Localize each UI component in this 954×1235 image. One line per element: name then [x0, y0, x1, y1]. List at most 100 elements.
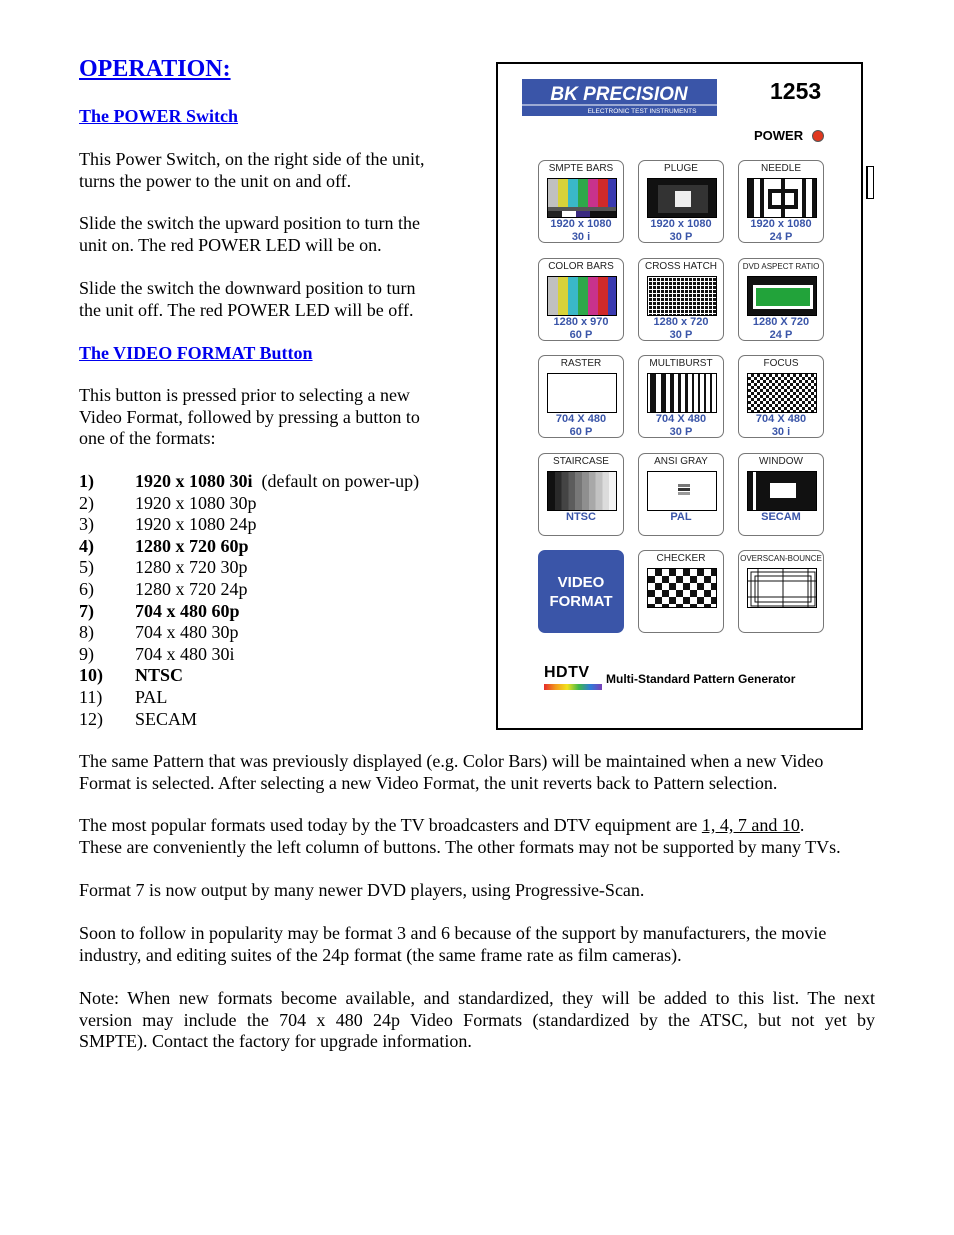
multiburst-button[interactable]: MULTIBURST 704 X 480 30 P [638, 355, 724, 438]
format-number: 8) [79, 622, 94, 643]
overscan-bounce-button[interactable]: OVERSCAN-BOUNCE [738, 550, 824, 633]
hdtv-color-bar [544, 684, 602, 690]
needle-button[interactable]: NEEDLE 1920 x 1080 24 P [738, 160, 824, 243]
button-format-2: 30 P [669, 426, 693, 438]
format-text: 704 x 480 30i [135, 643, 235, 664]
format-number: 7) [79, 600, 94, 621]
button-format-1: PAL [670, 511, 692, 523]
format-text: 1920 x 1080 30p [135, 492, 257, 513]
video-format-label: VIDEO FORMAT [539, 573, 623, 611]
format-list-item: 9)704 x 480 30i [79, 644, 419, 666]
page-heading: OPERATION: [79, 56, 231, 82]
text-line: Format is selected. After selecting a ne… [79, 772, 778, 793]
format-number: 3) [79, 514, 94, 535]
cross-hatch-button[interactable]: CROSS HATCH 1280 x 720 30 P [638, 258, 724, 341]
video-format-paragraph: This button is pressed prior to selectin… [79, 385, 420, 450]
multiburst-pattern-icon [647, 373, 717, 413]
ansi-gray-pattern-icon [647, 471, 717, 511]
window-button[interactable]: WINDOW SECAM [738, 453, 824, 536]
format-number: 11) [79, 686, 103, 707]
format-note: (default on power-up) [261, 471, 420, 491]
text-line: This button is pressed prior to selectin… [79, 385, 410, 405]
format-list-item: 8)704 x 480 30p [79, 622, 419, 644]
button-format-1: 704 X 480 [555, 413, 607, 425]
popular-formats-underlined: 1, 4, 7 and 10 [701, 815, 800, 835]
text-line: unit on. The red POWER LED will be on. [79, 234, 382, 255]
button-format-2: 30 i [571, 231, 591, 243]
color-bars-pattern-icon [547, 276, 617, 316]
side-power-switch [866, 166, 874, 199]
svg-text:ELECTRONIC TEST INSTRUMENTS: ELECTRONIC TEST INSTRUMENTS [588, 108, 697, 115]
text-line: This Power Switch, on the right side of … [79, 149, 425, 169]
needle-pattern-icon [747, 178, 817, 218]
format-text: NTSC [135, 665, 184, 686]
text-line: Video Format, followed by pressing a but… [79, 406, 420, 427]
text-line: one of the formats: [79, 428, 216, 448]
format-text: PAL [135, 686, 168, 707]
checker-pattern-icon [647, 568, 717, 608]
video-format-line-2: FORMAT [549, 593, 613, 610]
cross-hatch-pattern-icon [647, 276, 717, 316]
format-number: 4) [79, 535, 94, 556]
staircase-pattern-icon [547, 471, 617, 511]
button-format-2: 30 i [771, 426, 791, 438]
power-label: POWER [754, 128, 804, 143]
ansi-gray-button[interactable]: ANSI GRAY PAL [638, 453, 724, 536]
text-line: Slide the switch the downward position t… [79, 278, 416, 298]
text-line: These are conveniently the left column o… [79, 836, 841, 857]
raster-button[interactable]: RASTER 704 X 480 60 P [538, 355, 624, 438]
video-format-line-1: VIDEO [557, 574, 605, 591]
dvd-aspect-ratio-button[interactable]: DVD ASPECT RATIO 1280 X 720 24 P [738, 258, 824, 341]
staircase-button[interactable]: STAIRCASE NTSC [538, 453, 624, 536]
format-list-item: 3)1920 x 1080 24p [79, 514, 419, 536]
device-tagline: Multi-Standard Pattern Generator [606, 672, 796, 686]
text-line: industry, and editing suites of the 24p … [79, 944, 682, 965]
button-format-1: NTSC [566, 511, 596, 523]
text-line: The most popular formats used today by t… [79, 815, 841, 837]
smpte-bars-pattern-icon [547, 178, 617, 218]
button-label: ANSI GRAY [654, 456, 708, 467]
format-list-item: 5)1280 x 720 30p [79, 557, 419, 579]
format-number: 12) [79, 708, 103, 729]
body-paragraph-2: The most popular formats used today by t… [79, 815, 841, 858]
body-paragraph-4: Soon to follow in popularity may be form… [79, 923, 826, 966]
power-switch-heading: The POWER Switch [79, 106, 239, 126]
button-label: CHECKER [656, 553, 706, 564]
text-line: Format 7 is now output by many newer DVD… [79, 880, 645, 900]
format-number: 5) [79, 557, 94, 578]
format-list-item: 11) PAL [79, 687, 419, 709]
button-format-1: 1280 x 970 [553, 316, 609, 328]
format-list-item: 7)704 x 480 60p [79, 601, 419, 623]
raster-pattern-icon [547, 373, 617, 413]
checker-button[interactable]: CHECKER [638, 550, 724, 633]
button-label: OVERSCAN-BOUNCE [740, 554, 822, 563]
button-format-1: 704 X 480 [655, 413, 707, 425]
bk-precision-logo: BK PRECISION ELECTRONIC TEST INSTRUMENTS [522, 79, 717, 116]
text-line: Note: When new formats become available,… [79, 988, 875, 1008]
button-label: NEEDLE [760, 163, 801, 174]
button-format-1: 1280 x 720 [653, 316, 709, 328]
button-format-2: 30 P [669, 231, 693, 243]
button-label: SMPTE BARS [548, 163, 614, 174]
button-format-2: 30 P [669, 329, 693, 341]
format-list: 1)1920 x 1080 30i(default on power-up)2)… [79, 471, 419, 730]
text-line: The same Pattern that was previously dis… [79, 751, 824, 771]
overscan-bounce-pattern-icon [747, 568, 817, 608]
button-format-2: 60 P [569, 426, 593, 438]
format-number: 2) [79, 492, 94, 513]
focus-button[interactable]: FOCUS 704 X 480 30 i [738, 355, 824, 438]
smpte-bars-button[interactable]: SMPTE BARS 1920 x 1080 30 i [538, 160, 624, 243]
button-label: WINDOW [759, 456, 803, 467]
body-paragraph-3: Format 7 is now output by many newer DVD… [79, 880, 644, 902]
dvd-aspect-ratio-pattern-icon [747, 276, 817, 316]
format-list-item: 1)1920 x 1080 30i(default on power-up) [79, 471, 419, 493]
video-format-button[interactable]: VIDEO FORMAT [538, 550, 624, 633]
pluge-button[interactable]: PLUGE 1920 x 1080 30 P [638, 160, 724, 243]
color-bars-button[interactable]: COLOR BARS 1280 x 970 60 P [538, 258, 624, 341]
format-text: SECAM [135, 708, 198, 729]
format-list-item: 6)1280 x 720 24p [79, 579, 419, 601]
button-format-2: 24 P [769, 231, 793, 243]
button-format-2: 24 P [769, 329, 793, 341]
power-paragraph-3: Slide the switch the downward position t… [79, 278, 415, 321]
text-line: turns the power to the unit on and off. [79, 170, 352, 191]
